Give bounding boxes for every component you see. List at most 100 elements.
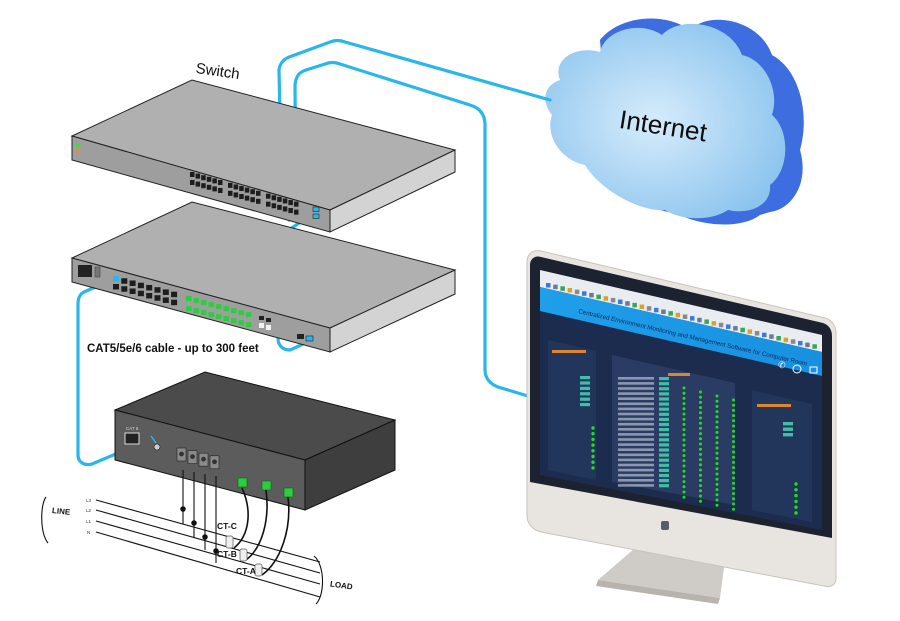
table-label-bar <box>618 382 654 385</box>
status-led <box>715 488 719 492</box>
status-led <box>682 422 686 426</box>
table-label-bar <box>618 438 654 441</box>
terminal-screw-icon <box>179 451 184 457</box>
reading-bar <box>659 443 669 447</box>
toolbar-icon <box>718 322 724 328</box>
status-led <box>699 421 702 425</box>
toolbar-icon <box>733 326 738 331</box>
status-led <box>682 407 686 411</box>
rj45-port <box>113 284 119 290</box>
toolbar-icon <box>704 319 709 324</box>
rj45-port <box>212 178 217 184</box>
network-switch-bottom <box>70 201 457 353</box>
rj45-port <box>250 197 255 203</box>
rj45-port <box>146 292 153 299</box>
toolbar-icon <box>567 287 573 293</box>
terminal-screw-icon <box>212 459 217 465</box>
table-label-bar <box>618 458 654 462</box>
power-socket-icon <box>78 265 92 277</box>
table-label-bar <box>618 473 654 477</box>
ethernet-port-icon <box>124 432 140 445</box>
status-led <box>715 446 719 450</box>
toolbar-icon <box>747 329 753 334</box>
rj45-port <box>146 284 153 291</box>
reading-bar <box>659 387 669 391</box>
ct-a-clamp-icon <box>254 563 263 577</box>
toolbar-icon <box>754 331 760 336</box>
status-led <box>699 473 702 477</box>
status-led <box>682 464 686 468</box>
status-led <box>715 493 719 497</box>
status-led <box>591 454 595 459</box>
reading-bar <box>659 458 669 462</box>
status-led <box>699 489 702 493</box>
toolbar-icon <box>812 344 817 349</box>
rj45-port <box>271 203 277 209</box>
status-led <box>794 488 798 492</box>
cable-switch-to-meter <box>76 276 139 467</box>
status-led <box>699 400 702 404</box>
reading-bar <box>659 397 669 401</box>
table-label-bar <box>618 397 654 400</box>
status-led <box>682 396 686 400</box>
rj45-port <box>228 190 233 196</box>
status-led <box>732 414 735 418</box>
reading-bar <box>659 402 669 406</box>
rj45-port <box>233 184 239 190</box>
internet-cloud <box>545 18 804 225</box>
table-label-bar <box>618 387 654 390</box>
cable-switch-to-internet <box>277 38 552 222</box>
sfp-slot <box>216 314 222 320</box>
left-status-panel <box>548 340 596 480</box>
rj45-port <box>244 195 250 201</box>
rj45-port <box>288 200 293 206</box>
tap-dot-a <box>202 534 208 540</box>
status-led <box>699 463 702 467</box>
reading-bar <box>659 377 669 381</box>
sfp-slot <box>231 318 237 324</box>
browser-toolbar-icons <box>546 283 817 349</box>
toolbar-icon <box>661 309 666 314</box>
status-led <box>682 386 686 390</box>
rj45-port <box>256 198 261 204</box>
status-led <box>591 443 595 447</box>
rj45-port <box>294 201 299 207</box>
conductor-label-l3: L3 <box>86 498 92 503</box>
cable-spec-label: CAT5/5e/6 cable - up to 300 feet <box>87 343 259 355</box>
sfp-slot <box>231 308 237 314</box>
power-meter-device: CAT 6 <box>113 371 397 511</box>
table-label-bar <box>618 468 654 472</box>
toolbar-icon <box>790 339 796 344</box>
conductor-l3 <box>95 499 321 563</box>
rj45-port <box>206 184 212 190</box>
rj45-port <box>294 209 299 215</box>
ct-connector <box>283 487 294 498</box>
status-led <box>715 394 719 398</box>
rj45-port <box>171 299 178 306</box>
reading-bar <box>580 392 590 396</box>
rj45-port <box>228 182 233 188</box>
line-bracket-left <box>41 496 49 544</box>
table-label-bar <box>618 448 654 451</box>
rj45-port <box>154 295 161 301</box>
status-led <box>682 485 686 489</box>
table-label-bar <box>618 422 654 426</box>
toolbar-icon <box>682 314 688 319</box>
status-led <box>732 486 735 490</box>
reading-bar <box>580 386 590 390</box>
status-led <box>715 425 719 429</box>
clock-icon <box>792 364 802 374</box>
status-led <box>682 391 686 395</box>
rj45-port <box>282 206 288 212</box>
toolbar-icon <box>690 316 695 321</box>
reading-bar <box>659 473 669 478</box>
reading-bar <box>659 438 669 442</box>
status-led <box>732 460 735 464</box>
switch-bottom-side <box>329 269 456 353</box>
status-led <box>591 426 595 430</box>
ct-a-lead <box>261 496 290 576</box>
rj45-port <box>190 172 195 177</box>
ct-c-label: CT-C <box>217 521 237 531</box>
reading-bar <box>659 448 669 452</box>
sfp-slot <box>201 310 207 316</box>
